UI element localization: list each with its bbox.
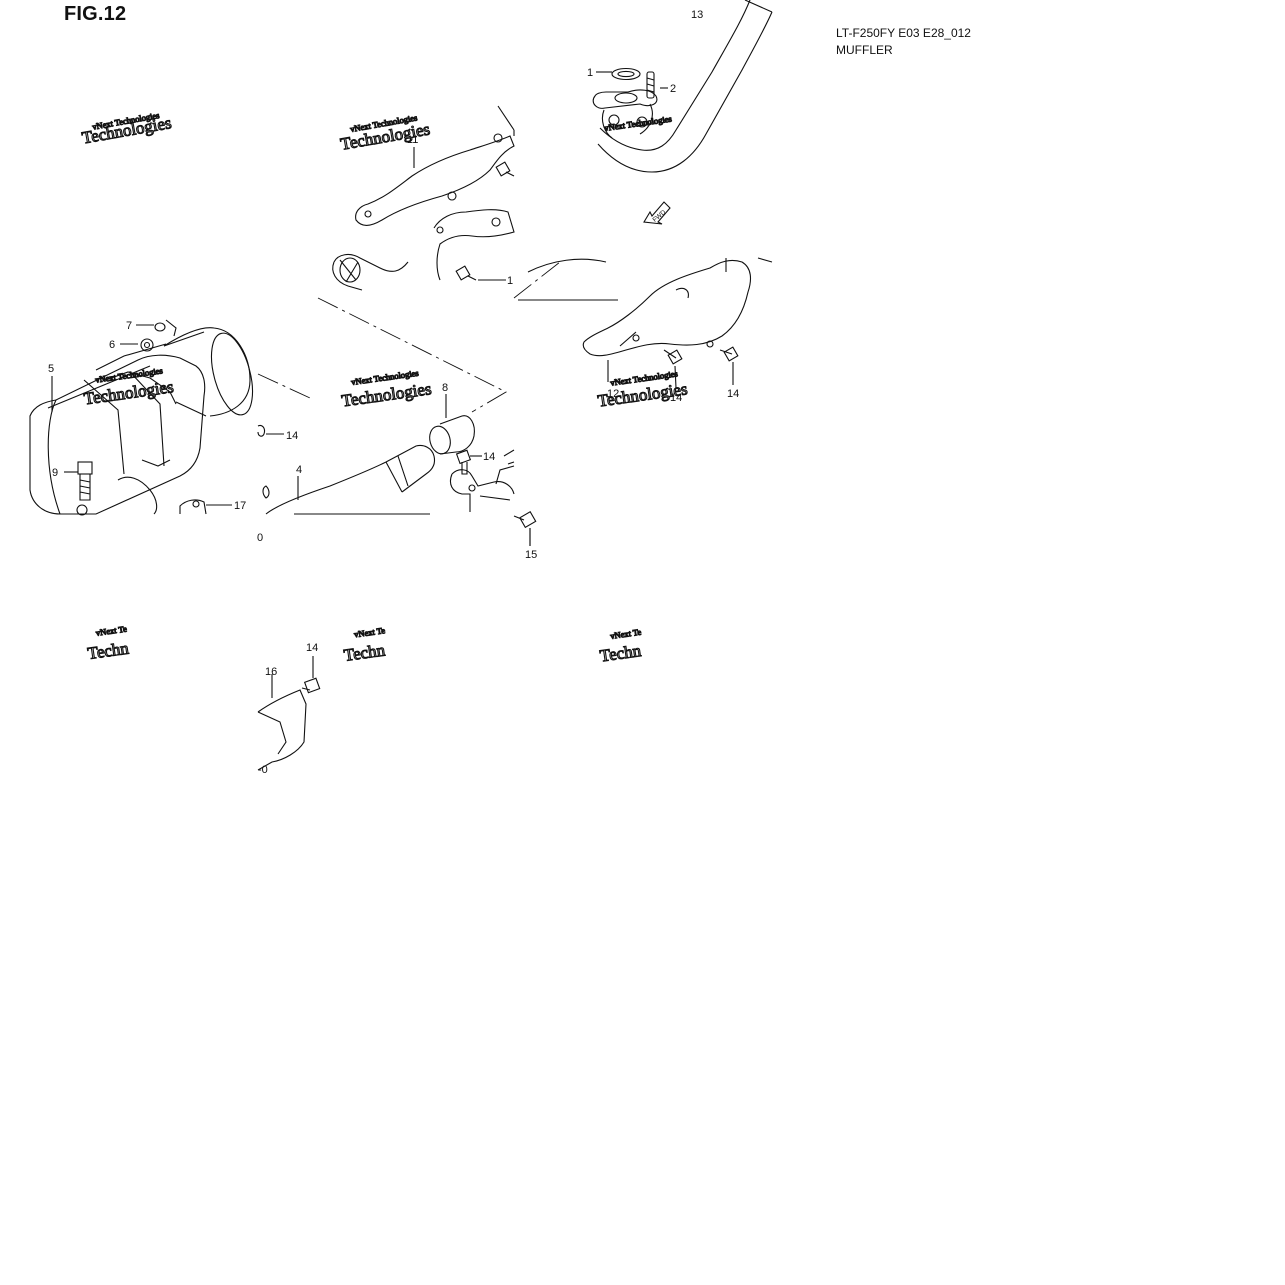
- callout-14-right-a: 14: [670, 392, 682, 404]
- forward-arrow-icon: FWD: [643, 201, 671, 225]
- exhaust-stud: [646, 71, 655, 99]
- muffler-mount-bracket: [433, 209, 515, 281]
- leader-lines: [51, 71, 668, 546]
- callout-10-cut: 0: [257, 532, 263, 544]
- callout-15: 15: [525, 549, 537, 561]
- bolt-14-right-a: [663, 349, 683, 389]
- svg-text:vNext Te: vNext Te: [95, 624, 127, 638]
- callout-11: 11: [407, 134, 418, 146]
- svg-text:Techn: Techn: [599, 641, 643, 666]
- bolt-10: [455, 265, 506, 281]
- svg-text:vNext Te: vNext Te: [353, 625, 385, 639]
- callout-2: 2: [670, 83, 676, 95]
- callout-labels: 1 2 4 5 6 7 8 9 1 0 11 12 13 14 14 14 14…: [48, 9, 739, 678]
- callout-14-pipe: 14: [483, 451, 495, 463]
- callout-14-center: 14: [286, 430, 298, 442]
- model-name: MUFFLER: [836, 43, 893, 57]
- watermarks: Technologies vNext Technologies Technolo…: [80, 109, 689, 666]
- center-lines: [257, 261, 561, 413]
- heat-cover-16: -0: [257, 674, 307, 776]
- cushion-7: [154, 319, 177, 337]
- muffler-bracket-11: [355, 105, 515, 226]
- model-caption: LT-F250FY E03 E28_012 MUFFLER: [836, 25, 971, 59]
- callout-5: 5: [48, 363, 54, 375]
- svg-text:vNext Technologies: vNext Technologies: [604, 114, 673, 133]
- bolt-14-lower: [301, 656, 321, 694]
- bolt-15: [513, 511, 537, 546]
- svg-text:-0: -0: [258, 764, 268, 776]
- collar-6: [140, 338, 154, 352]
- bolt-near-bracket-11: [495, 161, 515, 177]
- svg-text:Techn: Techn: [86, 639, 130, 664]
- exhaust-pipe: [597, 0, 773, 173]
- callout-16: 16: [265, 666, 277, 678]
- bolt-14-right-b: [719, 346, 739, 385]
- connector-pipe-4: [262, 444, 436, 515]
- callout-14-lower: 14: [306, 642, 318, 654]
- muffler-5: [29, 327, 254, 516]
- bolt-14-pipe: [455, 449, 515, 475]
- callout-4: 4: [296, 464, 302, 476]
- model-code: LT-F250FY E03 E28_012: [836, 26, 971, 40]
- callout-9: 9: [52, 467, 58, 479]
- bracket-17: [179, 499, 207, 515]
- bolt-9: [77, 461, 93, 501]
- callout-10: 1: [507, 275, 513, 287]
- callout-8: 8: [442, 382, 448, 394]
- pipe-connector: [332, 253, 409, 291]
- exhaust-gasket: [611, 67, 641, 81]
- callout-17: 17: [234, 500, 246, 512]
- exhaust-flange: [592, 89, 658, 139]
- svg-text:vNext Te: vNext Te: [610, 627, 642, 641]
- gasket-8: [429, 415, 475, 455]
- callout-7: 7: [126, 320, 132, 332]
- callout-13: 13: [691, 9, 703, 21]
- callout-1: 1: [587, 67, 593, 79]
- callout-12: 12: [607, 388, 619, 400]
- clamp-bracket: [449, 465, 515, 512]
- heat-cover-12: [518, 257, 773, 382]
- svg-text:Techn: Techn: [343, 640, 387, 665]
- callout-6: 6: [109, 339, 115, 351]
- figure-title: FIG.12: [64, 3, 127, 25]
- bolt-14-center: [257, 424, 284, 437]
- callout-14-right-b: 14: [727, 388, 739, 400]
